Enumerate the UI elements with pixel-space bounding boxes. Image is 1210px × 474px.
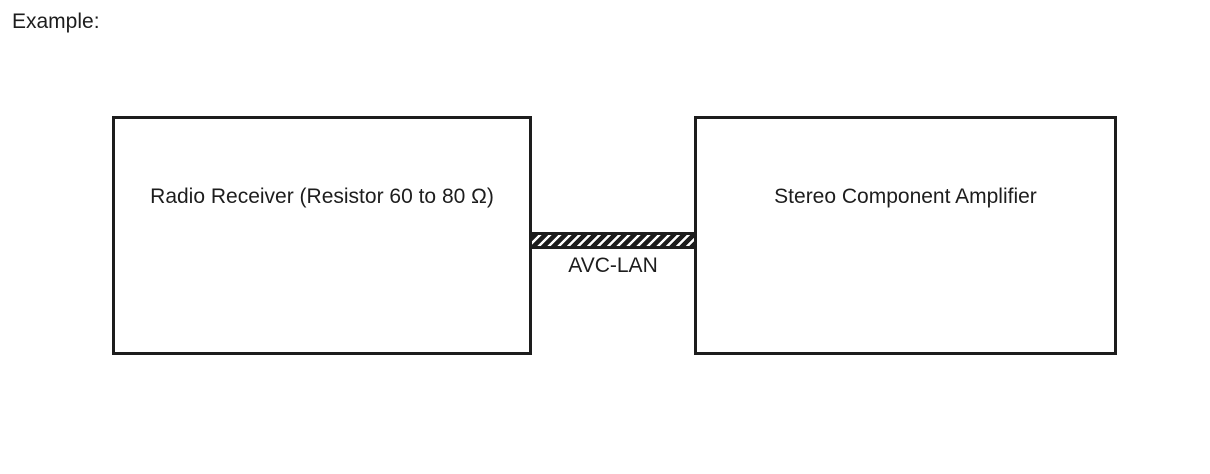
radio-receiver-label: Radio Receiver (Resistor 60 to 80 Ω): [150, 185, 494, 208]
stereo-component-amplifier-box: Stereo Component Amplifier: [694, 116, 1117, 355]
radio-receiver-box: Radio Receiver (Resistor 60 to 80 Ω): [112, 116, 532, 355]
stereo-component-amplifier-label: Stereo Component Amplifier: [774, 185, 1037, 208]
example-label: Example:: [12, 10, 100, 33]
avc-lan-label: AVC-LAN: [568, 254, 658, 277]
avc-lan-connector-band: [532, 232, 694, 249]
